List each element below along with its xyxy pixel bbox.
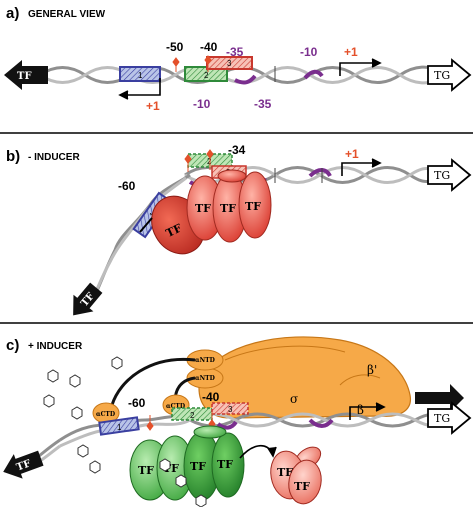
tg-arrow-icon: TG bbox=[427, 58, 472, 92]
label-m50: -50 bbox=[166, 40, 184, 54]
promoter-arrow-b-icon bbox=[341, 158, 382, 176]
box-3-c-number: 3 bbox=[228, 405, 233, 414]
tf-label-b1: TF bbox=[164, 221, 184, 240]
label-m10-top: -10 bbox=[300, 45, 318, 59]
box-1-a: 1 bbox=[119, 66, 161, 82]
box-1-number: 1 bbox=[138, 71, 143, 80]
hexagon-inducer-icon bbox=[43, 356, 207, 507]
tf-arrow-c-icon: TF bbox=[3, 450, 44, 479]
label-p1-bottom: +1 bbox=[146, 99, 160, 113]
binding-arrow-b bbox=[139, 217, 153, 233]
tf-arrow-b-icon: TF bbox=[73, 282, 103, 316]
panel-c-title: + INDUCER bbox=[28, 341, 83, 352]
rnap-body bbox=[198, 336, 411, 419]
panel-a-title: GENERAL VIEW bbox=[28, 9, 106, 20]
label-m35-top: -35 bbox=[226, 45, 244, 59]
box-2-number: 2 bbox=[204, 71, 209, 80]
label-m34: -34 bbox=[228, 143, 246, 157]
box-2-a: 2 bbox=[184, 66, 228, 82]
tf-label-b4: TF bbox=[245, 200, 261, 213]
reverse-promoter-arrow-icon bbox=[118, 78, 161, 100]
label-m35-bottom: -35 bbox=[254, 97, 272, 111]
rnap-complex: αNTD αNTD β' σ β bbox=[186, 336, 411, 419]
label-m60-c: -60 bbox=[128, 396, 146, 410]
tg-label-c: TG bbox=[434, 412, 450, 425]
purple-elements-a bbox=[234, 69, 324, 85]
label-m40: -40 bbox=[200, 40, 218, 54]
tf-label-c1: TF bbox=[138, 464, 154, 477]
label-p1-b: +1 bbox=[345, 147, 359, 161]
tf-activator-complex: TF TF TF TF bbox=[129, 425, 245, 501]
tf-arrow-icon: TF bbox=[4, 60, 48, 90]
antd-label-2: αNTD bbox=[195, 375, 215, 382]
tg-arrow-b-icon: TG bbox=[427, 158, 472, 192]
label-m10-bottom: -10 bbox=[193, 97, 211, 111]
label-p1-top: +1 bbox=[344, 45, 358, 59]
promoter-arrow-icon bbox=[339, 58, 382, 76]
tf-label-c-arrow: TF bbox=[15, 458, 32, 473]
tf-label-a: TF bbox=[17, 71, 32, 82]
sigma-label: σ bbox=[290, 392, 298, 406]
box-3-number: 3 bbox=[227, 59, 232, 68]
antd-label-1: αNTD bbox=[195, 357, 215, 364]
panel-b: b) - INDUCER 2 3 bbox=[6, 143, 472, 316]
actd-label-1: αCTD bbox=[96, 411, 115, 418]
tf-label-c4: TF bbox=[217, 458, 233, 471]
tf-repressor-complex: TF TF TF TF bbox=[151, 169, 272, 255]
box-1-c-number: 1 bbox=[117, 423, 122, 432]
promoter-arrow-c-icon bbox=[349, 402, 386, 420]
box-2-c-number: 2 bbox=[190, 411, 195, 420]
marker-diamonds-b bbox=[184, 149, 214, 172]
panel-c: c) + INDUCER αNTD αNTD β' σ β αCTD bbox=[3, 336, 472, 507]
box-2-c: 2 bbox=[171, 407, 213, 421]
tf-label-c3: TF bbox=[190, 460, 206, 473]
released-tf: TF TF bbox=[270, 446, 322, 505]
box-3-c: 3 bbox=[211, 402, 249, 415]
actd-label-2: αCTD bbox=[166, 403, 185, 410]
release-arrow-icon bbox=[239, 445, 277, 459]
box-1-c: 1 bbox=[98, 416, 140, 436]
tf-label-released-2: TF bbox=[294, 480, 310, 493]
tf-label-b2: TF bbox=[195, 202, 211, 215]
panel-b-title: - INDUCER bbox=[28, 152, 80, 163]
label-m60-b: -60 bbox=[118, 179, 136, 193]
label-m40-c: -40 bbox=[202, 390, 220, 404]
tf-label-released-1: TF bbox=[277, 466, 293, 479]
panel-b-label: b) bbox=[6, 148, 20, 165]
panel-c-label: c) bbox=[6, 337, 19, 354]
panel-a-label: a) bbox=[6, 5, 19, 22]
tg-arrow-c-icon: TG bbox=[427, 401, 472, 435]
tf-label-b3: TF bbox=[220, 202, 236, 215]
actd-left: αCTD bbox=[92, 402, 120, 424]
panel-a: a) GENERAL VIEW 1 2 3 bbox=[4, 5, 472, 113]
tg-label-b: TG bbox=[434, 169, 450, 182]
beta-label: β bbox=[357, 403, 364, 417]
purple-elements-c bbox=[216, 418, 334, 430]
linker-1 bbox=[110, 357, 196, 406]
tg-label-a: TG bbox=[434, 69, 450, 82]
box-3-a: 3 bbox=[206, 56, 253, 70]
beta-prime-label: β' bbox=[367, 363, 377, 377]
marker-diamonds-a bbox=[172, 55, 212, 72]
